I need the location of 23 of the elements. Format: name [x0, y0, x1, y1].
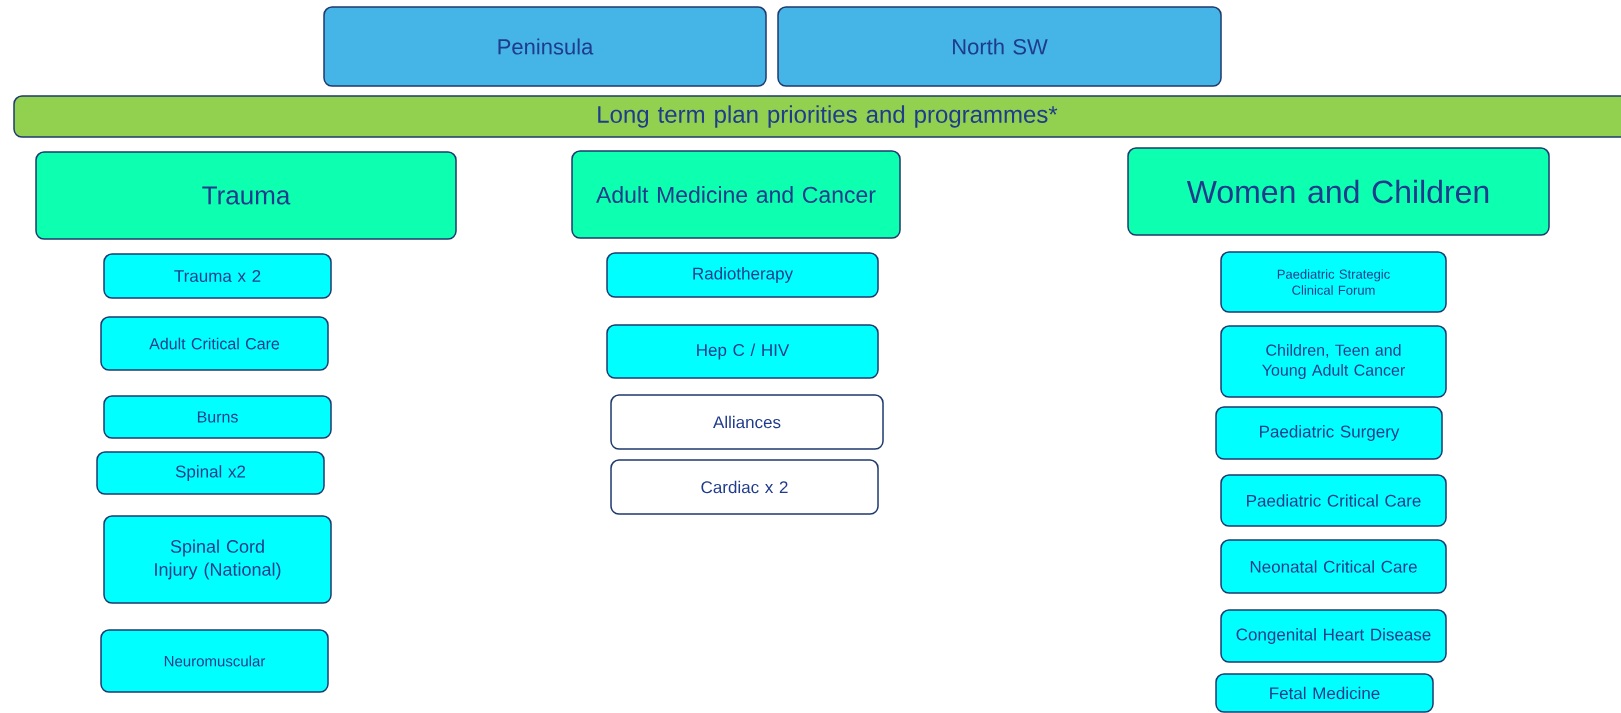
region-box: Peninsula	[323, 6, 767, 87]
service-box: Neonatal Critical Care	[1220, 539, 1447, 594]
service-box: Adult Critical Care	[100, 316, 329, 371]
service-box: Neuromuscular	[100, 629, 329, 693]
priority-band: Long term plan priorities and programmes*	[13, 95, 1621, 138]
service-box: Alliances	[610, 394, 884, 450]
service-box: Burns	[103, 395, 332, 439]
service-box: Paediatric Surgery	[1215, 406, 1443, 460]
region-box: North SW	[777, 6, 1222, 87]
service-box: Congenital Heart Disease	[1220, 609, 1447, 663]
service-box: Paediatric Critical Care	[1220, 474, 1447, 527]
programme-box: Trauma	[35, 151, 457, 240]
service-box: Hep C / HIV	[606, 324, 879, 379]
service-box: Spinal x2	[96, 451, 325, 495]
service-box: Children, Teen and Young Adult Cancer	[1220, 325, 1447, 398]
service-box: Cardiac x 2	[610, 459, 879, 515]
service-box: Trauma x 2	[103, 253, 332, 299]
programme-box: Women and Children	[1127, 147, 1550, 236]
service-box: Radiotherapy	[606, 252, 879, 298]
service-box: Spinal Cord Injury (National)	[103, 515, 332, 604]
programme-box: Adult Medicine and Cancer	[571, 150, 901, 239]
service-box: Fetal Medicine	[1215, 673, 1434, 713]
service-box: Paediatric Strategic Clinical Forum	[1220, 251, 1447, 313]
